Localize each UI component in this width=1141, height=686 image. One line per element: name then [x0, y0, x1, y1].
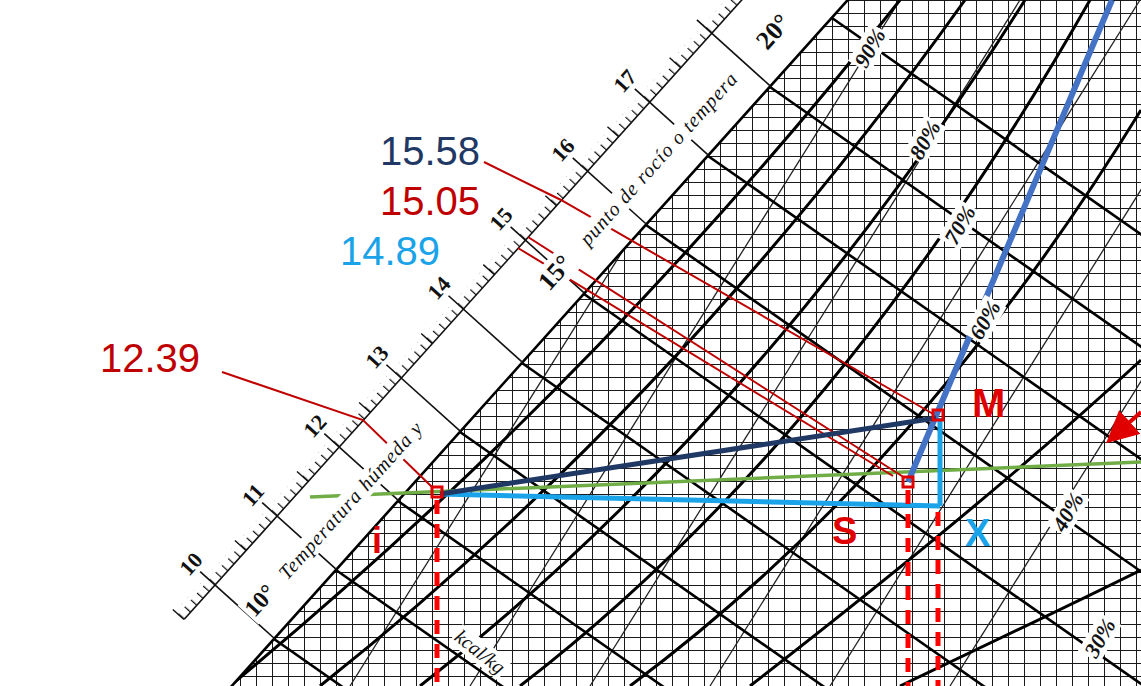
- scale-number: 14: [422, 271, 456, 304]
- process-annotations: [222, 0, 1141, 686]
- point-label: i: [372, 520, 382, 561]
- scale-number: 13: [360, 340, 394, 373]
- humidity-label: 40%: [1046, 486, 1090, 537]
- value-label: 14.89: [340, 228, 440, 274]
- scale-number: 12: [298, 409, 332, 442]
- axis-title: punto de rocío o tempera: [573, 66, 744, 252]
- value-label: 15.05: [380, 178, 480, 224]
- humidity-label: 70%: [938, 199, 982, 250]
- scale-number: 17: [608, 64, 642, 97]
- temperature-label: 15°: [531, 248, 580, 298]
- scale-number: 11: [237, 479, 270, 511]
- temperature-scale: [169, 0, 803, 673]
- point-label: S: [832, 510, 857, 554]
- humidity-label: 30%: [1078, 612, 1122, 663]
- humidity-label: 90%: [848, 22, 892, 73]
- axis-title: Temperatura húmeda y: [272, 415, 429, 586]
- saturation-curve: [212, 0, 863, 686]
- scale-number: 10: [174, 547, 208, 580]
- value-label: 15.58: [380, 128, 480, 174]
- unit-label: kcal/kg: [449, 624, 512, 680]
- point-label: M: [972, 380, 1005, 426]
- temperature-label: 20°: [749, 7, 798, 57]
- scale-number: 16: [546, 133, 580, 166]
- humidity-label: 60%: [963, 294, 1007, 345]
- point-label: X: [965, 512, 990, 556]
- humidity-label: 80%: [903, 114, 947, 165]
- value-label: 12.39: [100, 335, 200, 381]
- scale-number: 15: [484, 202, 518, 235]
- temperature-label: 10°: [238, 578, 284, 624]
